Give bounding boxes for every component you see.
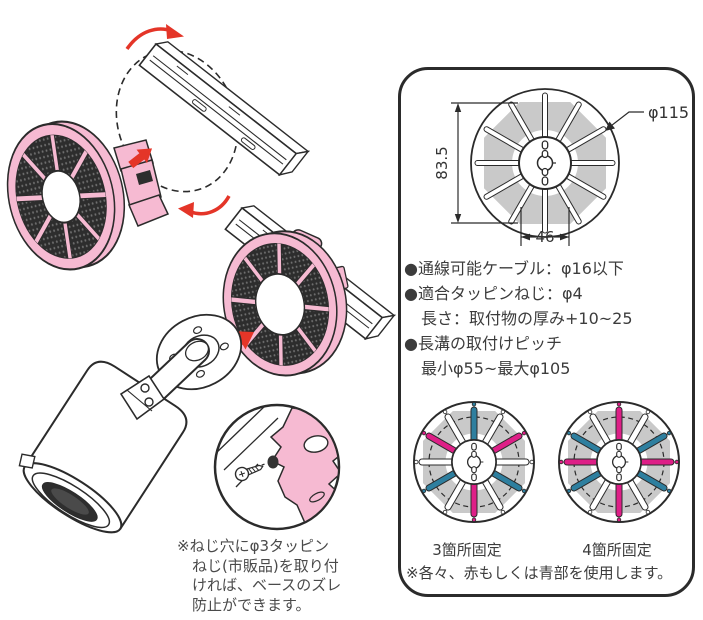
fixing-diagram-4point	[558, 401, 680, 523]
pivot-bracket	[119, 374, 166, 421]
fixing-label-3point: 3箇所固定	[432, 541, 502, 559]
color-usage-note: ※各々、赤もしくは青部を使用します。	[406, 564, 673, 582]
strut-rail-top	[138, 36, 309, 181]
note-line: ※ねじ穴にφ3タッピン	[177, 537, 330, 555]
spec-panel	[398, 67, 695, 597]
diameter-dimension-label: φ115	[648, 103, 689, 122]
note-line: 防止ができます。	[192, 595, 311, 614]
spec-line: 最小φ55~最大φ105	[421, 359, 571, 378]
base-disc-1	[6, 120, 126, 271]
camera-lens	[51, 488, 89, 515]
spec-line: ●通線可能ケーブル：φ16以下	[404, 259, 624, 278]
spec-line: 長さ：取付物の厚み+10~25	[421, 309, 633, 328]
dimension-diagram	[470, 88, 620, 238]
note-line: ければ、ベースのズレ	[192, 576, 342, 594]
spec-line: ●適合タッピンねじ：φ4	[404, 284, 583, 303]
width-dimension-label: 46	[535, 228, 554, 246]
screw-detail-callout	[213, 403, 341, 531]
spec-list: ●通線可能ケーブル：φ16以下 ●適合タッピンねじ：φ4 長さ：取付物の厚み+1…	[404, 256, 696, 381]
screw-installation-note: ※ねじ穴にφ3タッピン ねじ(市販品)を取り付 ければ、ベースのズレ 防止ができ…	[177, 537, 341, 615]
base-clip-1	[113, 139, 170, 227]
rotate-arrow-bottom-icon	[178, 195, 231, 218]
fixing-diagram-3point	[413, 401, 535, 523]
dimension-lines	[451, 102, 644, 246]
spec-line: ●長溝の取付けピッチ	[404, 334, 562, 353]
attach-arrow-small-icon	[128, 148, 153, 169]
screw-hole	[267, 455, 279, 469]
tapping-screw-icon	[234, 464, 264, 482]
height-dimension-label: 83.5	[433, 146, 451, 179]
note-line: ねじ(市販品)を取り付	[192, 556, 339, 575]
fixing-label-4point: 4箇所固定	[582, 541, 652, 559]
rotate-arrow-top-icon	[125, 24, 184, 51]
